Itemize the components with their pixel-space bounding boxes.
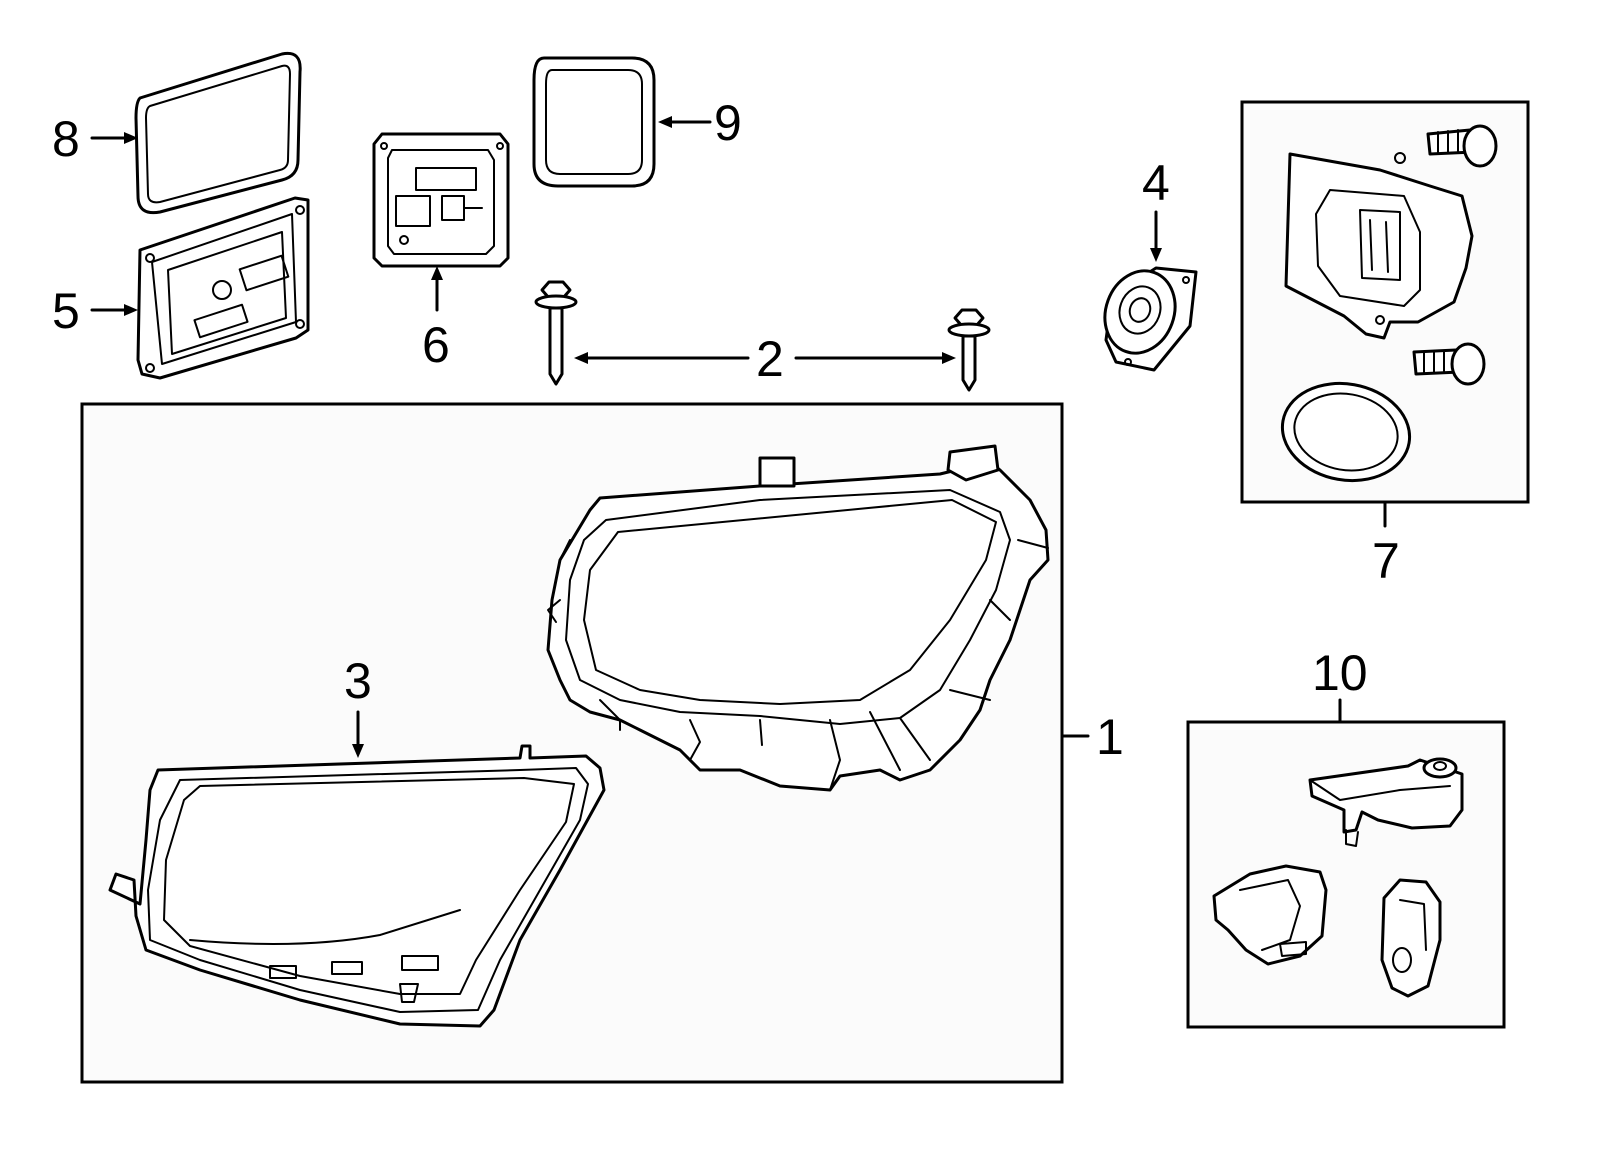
bolt-part-right: [947, 308, 991, 392]
actuator-part: [1103, 266, 1198, 372]
led-module-part: [1284, 152, 1474, 340]
callout-1: 1: [1096, 709, 1124, 765]
headlamp-housing-part: [546, 444, 1050, 792]
led-driver-part: [372, 132, 510, 268]
callout-9: 9: [714, 95, 742, 151]
leaders: [90, 116, 1387, 758]
callout-5: 5: [52, 283, 80, 339]
screw-part-lower: [1412, 342, 1486, 386]
callout-8: 8: [52, 111, 80, 167]
ring-seal-part: [1280, 381, 1412, 483]
callout-7: 7: [1372, 533, 1400, 589]
screw-part-upper: [1426, 124, 1498, 168]
callout-4: 4: [1142, 155, 1170, 211]
gasket-part: [134, 51, 302, 215]
callout-2: 2: [756, 331, 784, 387]
callout-3: 3: [344, 653, 372, 709]
control-module-part: [136, 196, 310, 380]
bracket-part-lower-left: [1212, 864, 1328, 966]
bolt-part-left: [534, 280, 578, 386]
headlamp-lens-part: [108, 744, 606, 1028]
callout-10: 10: [1312, 645, 1368, 701]
bracket-part-upper: [1308, 757, 1464, 847]
seal-part: [532, 56, 656, 188]
callout-6: 6: [422, 317, 450, 373]
bracket-part-lower-right: [1380, 878, 1442, 998]
